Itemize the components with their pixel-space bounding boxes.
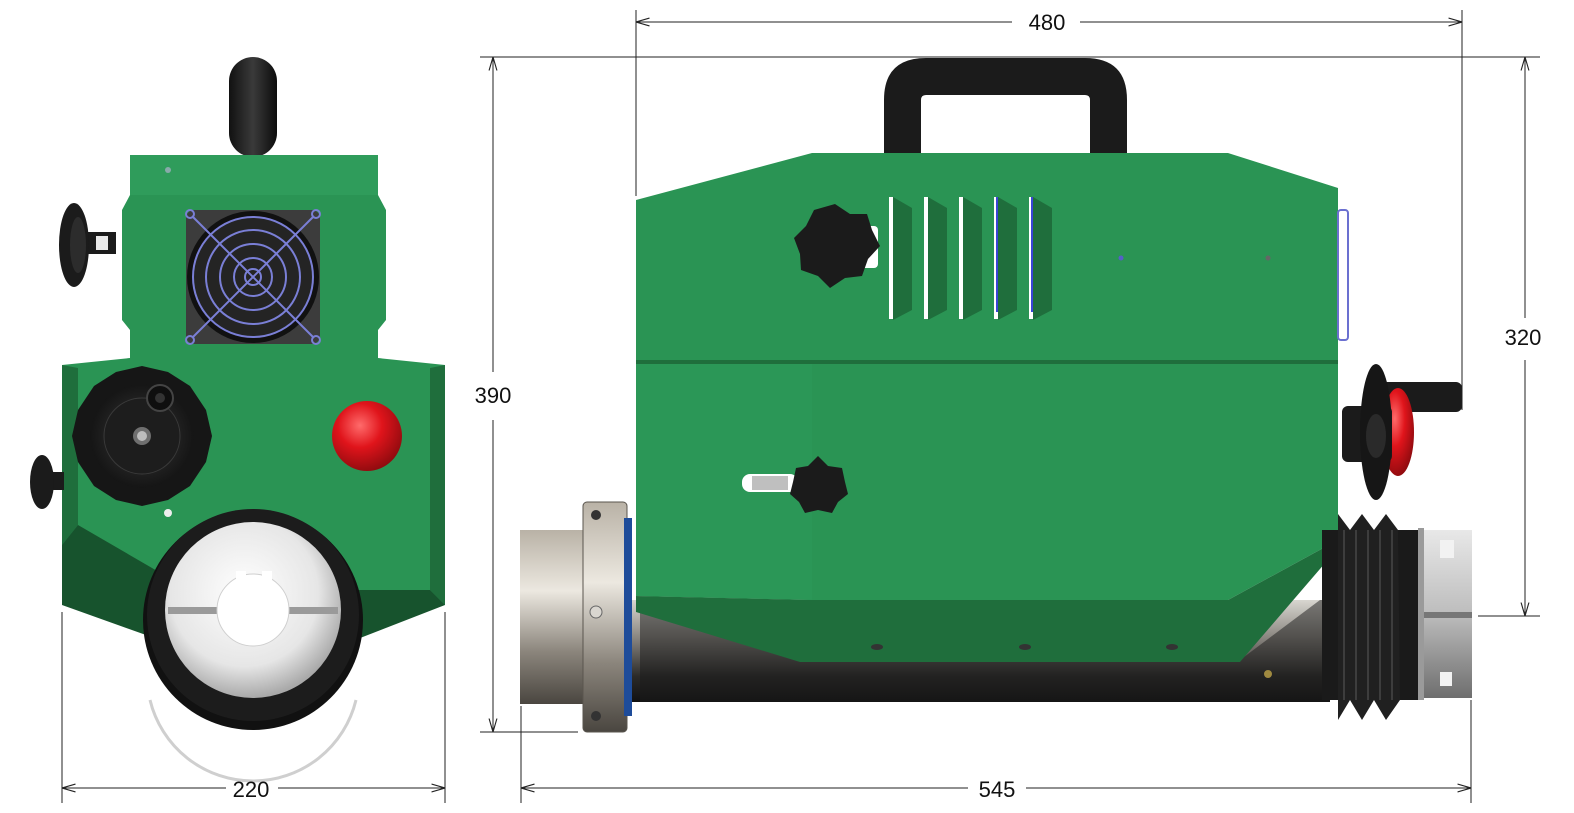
dim-length-body: 480 (1029, 10, 1066, 35)
star-knob-icon[interactable] (794, 204, 880, 288)
front-clamp-ring (143, 509, 363, 783)
star-knob-icon[interactable] (59, 203, 116, 287)
emergency-stop-icon[interactable] (332, 401, 402, 471)
star-knob-icon[interactable] (742, 456, 848, 513)
front-handle (229, 57, 277, 157)
side-handle (884, 58, 1127, 155)
side-right-controls (1342, 364, 1462, 500)
dim-height-body: 320 (1505, 325, 1542, 350)
side-vents (889, 197, 1052, 320)
side-upper-body (636, 153, 1338, 362)
side-left-flange (520, 501, 632, 733)
fan-icon (185, 209, 321, 345)
front-view (30, 57, 445, 783)
side-right-ring (1418, 528, 1472, 700)
side-bellows (1322, 514, 1422, 720)
handwheel-icon[interactable] (72, 366, 212, 506)
dim-length-total: 545 (979, 777, 1016, 802)
dimension-lines: 480 390 320 220 545 (61, 10, 1542, 803)
dim-height-total: 390 (475, 383, 512, 408)
side-view (520, 58, 1472, 733)
star-knob-icon[interactable] (30, 455, 64, 509)
dim-width-front: 220 (233, 777, 270, 802)
